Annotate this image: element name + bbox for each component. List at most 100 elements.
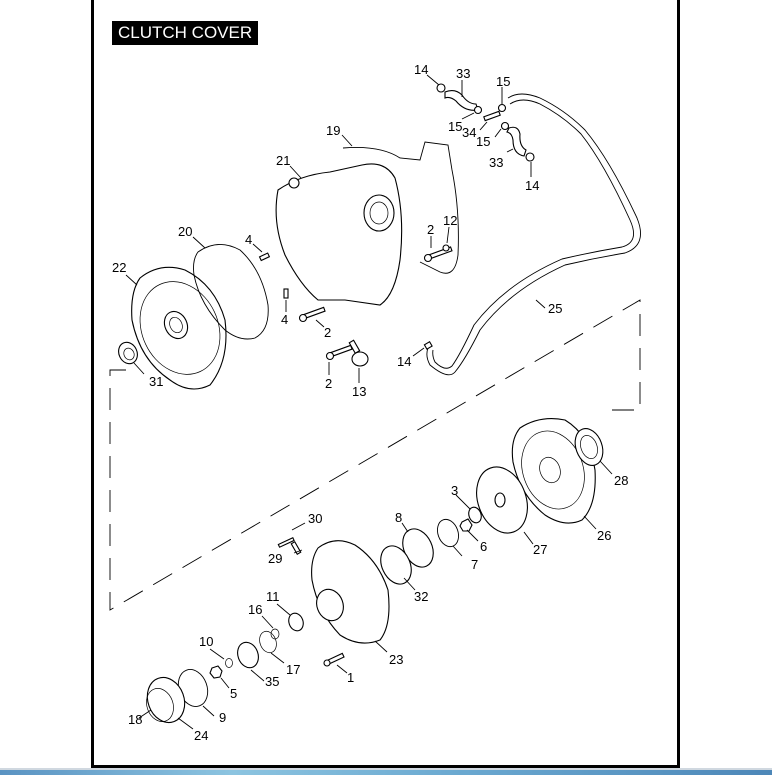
callout-label: 4 <box>281 312 288 327</box>
callout-label: 7 <box>471 557 478 572</box>
part-34-tee-fitting <box>483 110 501 122</box>
callout-label: 12 <box>443 213 457 228</box>
callout-label: 21 <box>276 153 290 168</box>
callout-label: 2 <box>324 325 331 340</box>
callout-label: 5 <box>230 686 237 701</box>
leader-line <box>291 522 306 531</box>
callout-label: 30 <box>308 511 322 526</box>
leader-line <box>494 128 502 138</box>
part-33-hose-lower <box>506 126 527 157</box>
callout-label: 1 <box>347 670 354 685</box>
leader-line <box>315 319 325 328</box>
part-28-disc <box>574 428 604 466</box>
part-22-outer-cover <box>131 266 227 390</box>
callout-label: 10 <box>199 634 213 649</box>
leader-line <box>535 299 546 309</box>
callout-label: 14 <box>525 178 539 193</box>
leader-line <box>276 603 291 616</box>
leader-line <box>177 717 194 730</box>
part-23-housing <box>311 540 390 644</box>
part-35-seal <box>237 641 259 669</box>
part-14-clamp-right <box>525 152 535 162</box>
leader-line <box>209 648 225 660</box>
part-6-nut <box>459 518 473 532</box>
leader-line <box>341 134 353 147</box>
part-14-clamp-upper <box>436 83 446 93</box>
leader-line <box>446 226 450 244</box>
part-26-housing <box>511 418 596 524</box>
part-25-hose <box>426 93 641 376</box>
leader-line <box>479 121 488 131</box>
leader-line <box>293 549 303 554</box>
callout-label: 22 <box>112 260 126 275</box>
part-15-clamp-b <box>497 103 507 113</box>
leader-line <box>220 677 230 689</box>
part-2-bolt-lower <box>325 344 353 361</box>
callout-label: 24 <box>194 728 208 743</box>
leader-line <box>412 347 425 357</box>
leader-line <box>461 112 475 120</box>
part-4-dowel-pin-upper <box>258 252 271 262</box>
callout-label: 15 <box>448 119 462 134</box>
callout-label: 8 <box>395 510 402 525</box>
leader-line <box>455 494 471 510</box>
leader-line <box>599 460 613 475</box>
callout-label: 4 <box>245 232 252 247</box>
callout-label: 11 <box>266 589 280 604</box>
callout-label: 15 <box>476 134 490 149</box>
part-12-washer <box>442 244 450 252</box>
callout-label: 17 <box>286 662 300 677</box>
part-10-o-ring <box>225 658 233 668</box>
leader-line <box>250 669 265 682</box>
part-7-snap-ring <box>437 518 459 548</box>
callout-label: 14 <box>397 354 411 369</box>
leader-line <box>523 531 534 545</box>
callout-label: 2 <box>325 376 332 391</box>
part-14-clamp-lower <box>423 341 433 350</box>
callout-label: 16 <box>248 602 262 617</box>
part-13-clamp <box>348 339 369 367</box>
callout-label: 29 <box>268 551 282 566</box>
leader-line <box>426 74 440 86</box>
callout-label: 25 <box>548 301 562 316</box>
leader-line <box>583 515 597 530</box>
leader-line <box>192 236 206 249</box>
leader-line <box>452 545 463 557</box>
callout-label: 35 <box>265 674 279 689</box>
part-20-gasket <box>193 244 269 340</box>
leader-line <box>261 615 274 629</box>
callout-label: 15 <box>496 74 510 89</box>
callout-label: 32 <box>414 589 428 604</box>
part-30-pin <box>277 536 295 548</box>
leader-line <box>202 705 215 717</box>
callout-label: 28 <box>614 473 628 488</box>
callout-label: 31 <box>149 374 163 389</box>
leader-line <box>403 577 416 591</box>
callout-label: 18 <box>128 712 142 727</box>
part-21-inner-cover <box>275 163 403 306</box>
leader-line <box>133 362 145 375</box>
bottom-bar-edge <box>0 768 772 770</box>
leader-line <box>336 664 348 674</box>
part-27-diaphragm <box>476 466 528 534</box>
leader-line <box>401 522 409 533</box>
callout-label: 9 <box>219 710 226 725</box>
leader-line <box>270 652 285 664</box>
leader-line <box>252 243 263 253</box>
part-2-bolt-middle <box>298 306 326 323</box>
part-3-washer <box>468 506 482 524</box>
bottom-accent-bar <box>0 770 772 775</box>
leader-line <box>466 529 479 542</box>
callout-label: 6 <box>480 539 487 554</box>
callout-label: 3 <box>451 483 458 498</box>
part-5-nut <box>209 665 223 679</box>
assembly-dashed-line <box>109 299 641 611</box>
diagram-title: CLUTCH COVER <box>112 21 259 45</box>
callout-label: 20 <box>178 224 192 239</box>
callout-label: 26 <box>597 528 611 543</box>
part-17-o-ring <box>259 630 277 654</box>
leader-line <box>506 148 514 153</box>
part-32-seal-ring <box>380 545 412 585</box>
